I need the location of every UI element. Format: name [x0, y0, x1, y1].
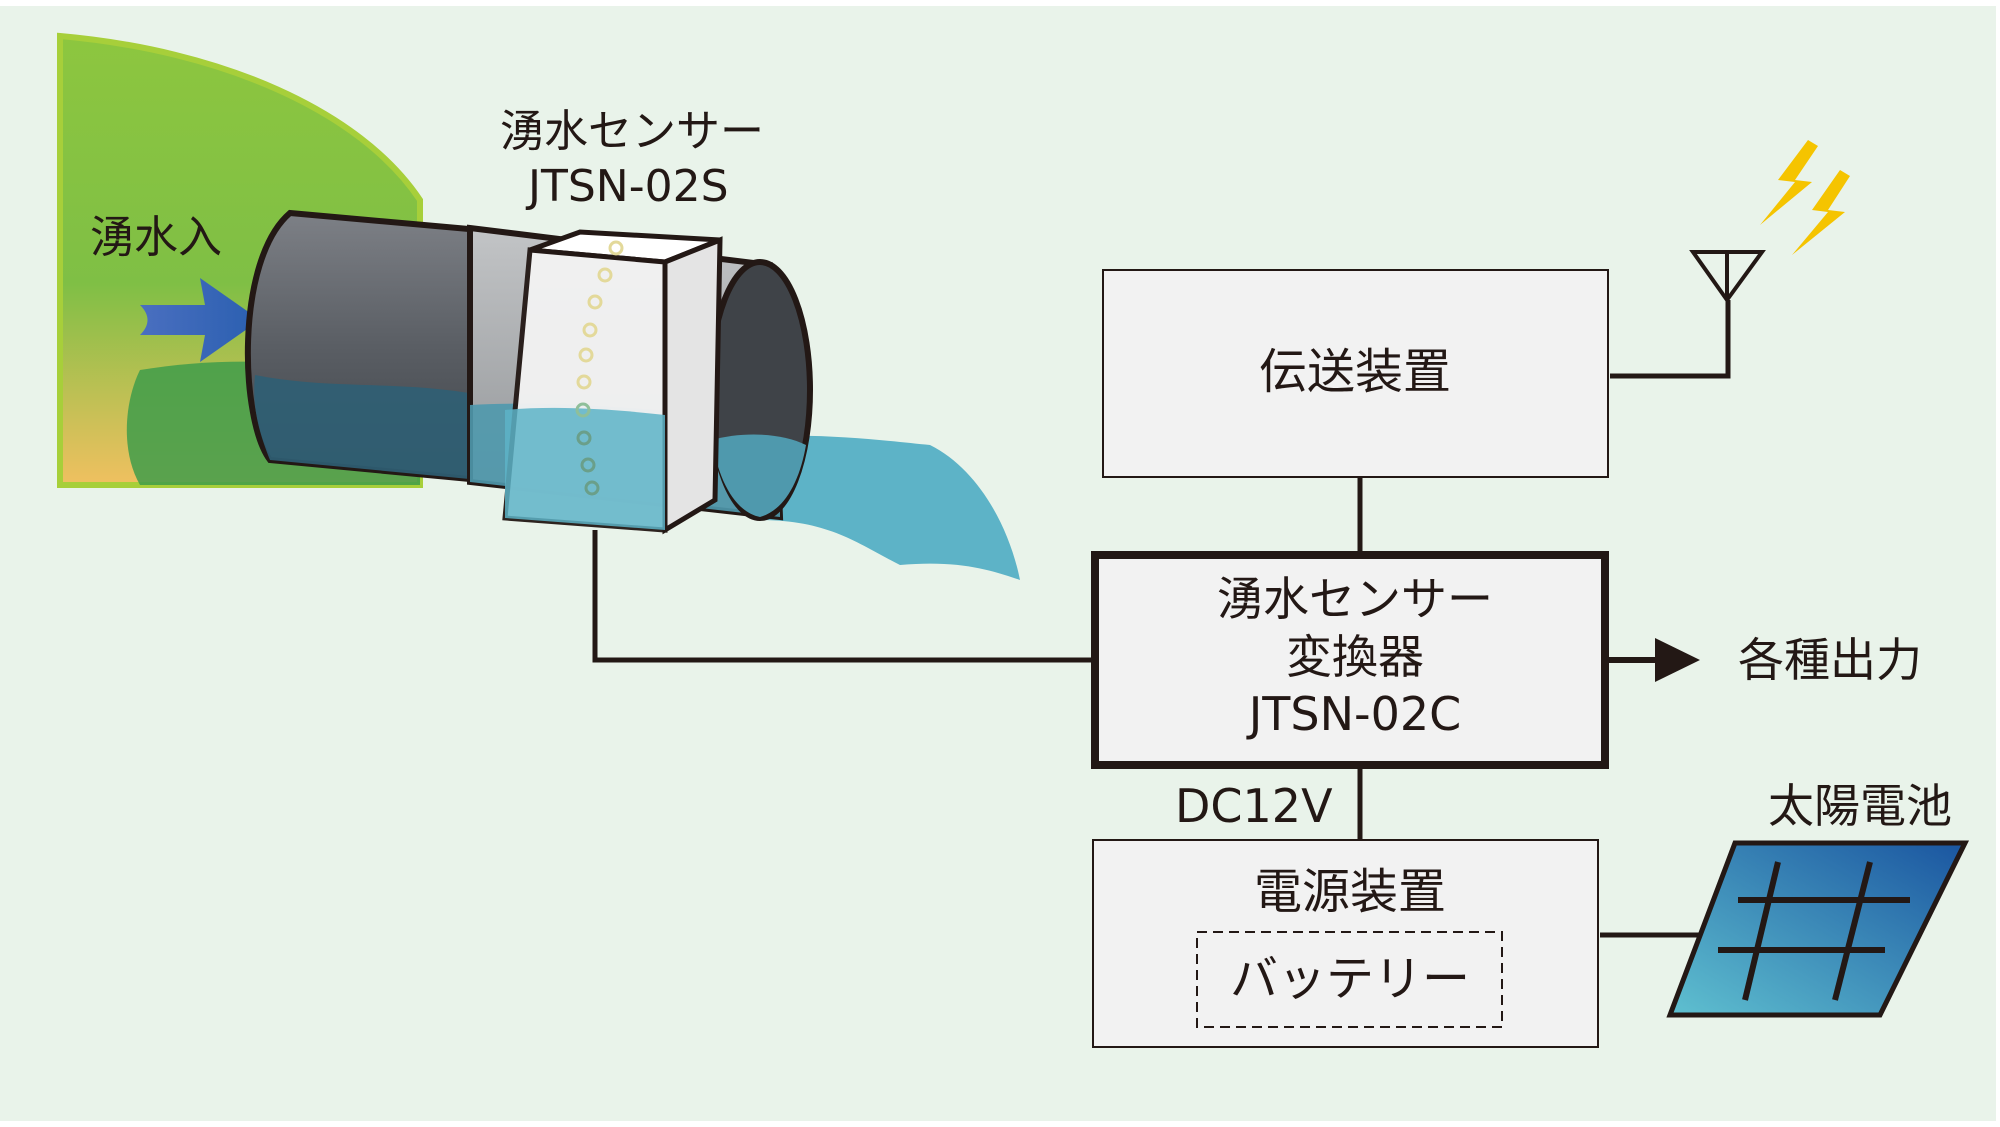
- lightning-icon: [1760, 140, 1850, 255]
- converter-label-line2: 変換器: [1286, 630, 1424, 684]
- sensor-name-label: 湧水センサー: [500, 106, 764, 157]
- sensor-model-label: JTSN-02S: [525, 161, 729, 212]
- inflow-label: 湧水入: [90, 212, 222, 263]
- converter-label-line1: 湧水センサー: [1217, 572, 1493, 626]
- sensor-band: [502, 229, 723, 535]
- inflow-arrow-icon: [140, 278, 260, 362]
- battery-box: [1196, 931, 1503, 1028]
- power-supply-label: 電源装置: [1254, 864, 1446, 920]
- converter-box: [1091, 551, 1609, 769]
- transmitter-box: [1102, 269, 1609, 478]
- solar-panel-icon: [1666, 840, 1970, 1018]
- antenna-icon: [1689, 250, 1766, 304]
- converter-label-line3: JTSN-02C: [1246, 687, 1462, 741]
- sensor-to-converter-line: [592, 530, 1095, 663]
- transmitter-label: 伝送装置: [1259, 344, 1451, 400]
- solar-panel-label: 太陽電池: [1768, 779, 1952, 833]
- arrow-right-icon: [1605, 638, 1700, 682]
- connection-lines: [592, 300, 1731, 938]
- outputs-label: 各種出力: [1738, 633, 1922, 687]
- power-supply-box: [1092, 839, 1599, 1048]
- transmitter-to-antenna-line: [1610, 300, 1731, 379]
- sensor-bubbles: [575, 240, 624, 496]
- battery-label: バッテリー: [1230, 951, 1470, 1007]
- voltage-label: DC12V: [1175, 779, 1333, 833]
- water-outflow: [730, 435, 1020, 580]
